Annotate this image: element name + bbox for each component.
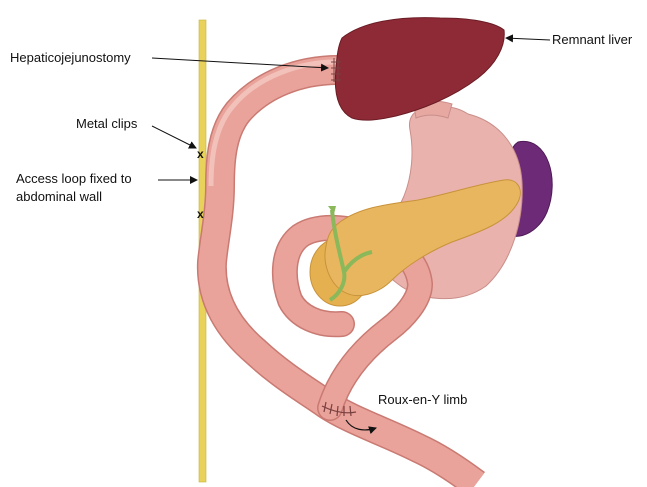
remnant-liver	[335, 18, 504, 121]
label-hepaticojejunostomy: Hepaticojejunostomy	[10, 50, 131, 65]
label-metal-clips: Metal clips	[76, 116, 138, 131]
label-access-loop-line2: abdominal wall	[16, 189, 102, 204]
label-roux-limb: Roux-en-Y limb	[378, 392, 467, 407]
pointer-metal-clips	[152, 126, 196, 148]
label-access-loop-line1: Access loop fixed to	[16, 171, 132, 186]
metal-clip-lower: x	[197, 207, 204, 221]
metal-clip-upper: x	[197, 147, 204, 161]
label-remnant-liver: Remnant liver	[552, 32, 633, 47]
pointer-remnant-liver	[506, 38, 550, 40]
